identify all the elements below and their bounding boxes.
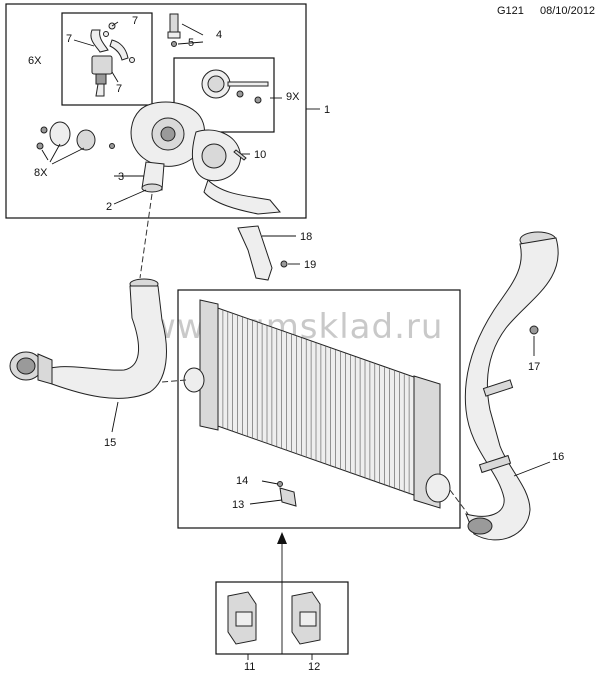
turbo-support-bracket xyxy=(237,225,288,281)
callout-16: 16 xyxy=(552,451,564,463)
turbo-gaskets xyxy=(36,121,96,151)
callout-12: 12 xyxy=(308,661,320,673)
diagram-code: G121 xyxy=(497,5,524,17)
diagram-date: 08/10/2012 xyxy=(540,5,595,17)
callout-11: 11 xyxy=(244,661,255,673)
intercooler-core xyxy=(183,299,451,509)
callout-7c: 7 xyxy=(116,83,122,95)
boost-solenoid-valve xyxy=(90,22,135,97)
sensor-bolt xyxy=(171,41,177,47)
callout-2: 2 xyxy=(106,201,112,213)
connection-line-pipe16 xyxy=(449,489,469,515)
actuator-kit-frame xyxy=(173,57,275,133)
turbocharger xyxy=(130,101,281,215)
detail-arrow-head xyxy=(277,532,287,544)
callout-9x: 9X xyxy=(286,91,300,103)
connection-line-pipe15 xyxy=(161,379,187,383)
callout-3: 3 xyxy=(118,171,124,183)
callout-4: 4 xyxy=(216,29,222,41)
intercooler-bracket xyxy=(277,481,297,507)
callout-19: 19 xyxy=(304,259,316,271)
callout-13: 13 xyxy=(232,499,244,511)
intercooler-clip-right xyxy=(291,591,321,645)
callout-7a: 7 xyxy=(132,15,138,27)
solenoid-kit-frame xyxy=(61,12,153,106)
turbo-assembly-frame xyxy=(5,3,307,219)
intercooler-frame xyxy=(177,289,461,529)
pipe-clip-bolt xyxy=(529,325,539,335)
intercooler-outlet-pipe xyxy=(464,231,559,541)
callout-1: 1 xyxy=(324,104,330,116)
intercooler-inlet-pipe xyxy=(9,278,167,399)
callout-14: 14 xyxy=(236,475,248,487)
callout-18: 18 xyxy=(300,231,312,243)
wastegate-actuator xyxy=(201,69,269,104)
callout-17: 17 xyxy=(528,361,540,373)
intercooler-clip-left xyxy=(227,591,257,645)
connection-line-turbo-pipe xyxy=(139,193,153,279)
manifold-stud xyxy=(233,149,247,161)
callout-6x: 6X xyxy=(28,55,42,67)
callout-10: 10 xyxy=(254,149,266,161)
callout-5: 5 xyxy=(188,37,194,49)
boost-pressure-sensor xyxy=(167,13,181,39)
callout-8x: 8X xyxy=(34,167,48,179)
oil-feed-bolt xyxy=(109,143,115,149)
callout-7b: 7 xyxy=(66,33,72,45)
callout-15: 15 xyxy=(104,437,116,449)
